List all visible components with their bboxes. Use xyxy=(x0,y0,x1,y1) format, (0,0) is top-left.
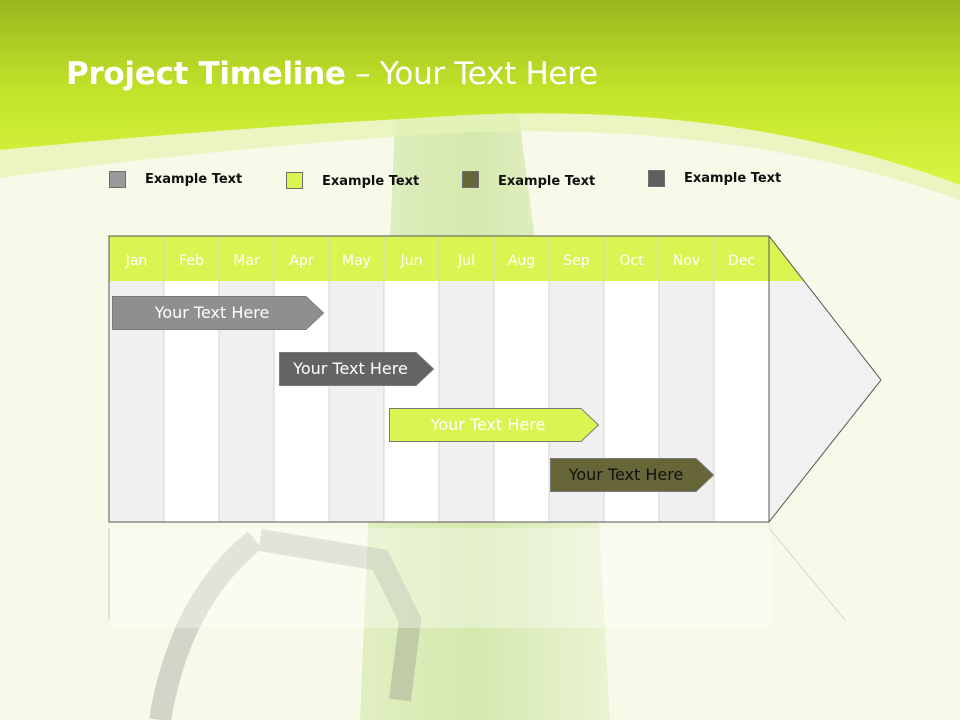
title-bold: Project Timeline xyxy=(66,56,346,92)
slide-title: Project Timeline – Your Text Here xyxy=(66,56,598,92)
legend-item-3: Example Text xyxy=(462,171,622,191)
month-label: Mar xyxy=(233,253,260,269)
timeline-outline xyxy=(108,235,882,523)
task-bar: Your Text Here xyxy=(550,458,714,492)
legend-item-4: Example Text xyxy=(648,170,808,190)
task-bar-shape xyxy=(112,296,324,330)
task-bar-shape xyxy=(279,352,434,386)
legend-label: Example Text xyxy=(322,174,420,189)
task-bar-arrow xyxy=(279,352,434,386)
reflection-fill xyxy=(110,528,770,628)
legend-swatch xyxy=(109,171,126,188)
month-label: Sep xyxy=(563,253,590,269)
month-label: Nov xyxy=(673,253,700,269)
month-label: Apr xyxy=(289,253,313,269)
timeline-header-row xyxy=(109,236,804,281)
month-column xyxy=(384,281,439,522)
task-bar-arrow xyxy=(389,408,599,442)
month-label: Jan xyxy=(125,253,148,269)
month-label: Oct xyxy=(619,253,644,269)
task-bar: Your Text Here xyxy=(279,352,434,386)
task-bar-arrow xyxy=(112,296,324,330)
month-label: May xyxy=(342,253,371,269)
legend-item-2: Example Text xyxy=(286,172,446,192)
month-label: Jun xyxy=(400,253,423,269)
legend-label: Example Text xyxy=(145,172,243,187)
month-label: Aug xyxy=(508,253,535,269)
month-label: Feb xyxy=(179,253,204,269)
month-label: Dec xyxy=(728,253,755,269)
legend-swatch xyxy=(286,172,303,189)
task-bar-label: Your Text Here xyxy=(293,359,408,378)
legend-item-1: Example Text xyxy=(109,171,269,191)
legend-label: Example Text xyxy=(684,171,782,186)
task-bar: Your Text Here xyxy=(389,408,599,442)
month-column xyxy=(714,281,769,522)
legend-swatch xyxy=(462,171,479,188)
reflection-right-edge xyxy=(768,527,846,621)
month-column xyxy=(329,281,384,522)
legend-swatch xyxy=(648,170,665,187)
task-bar-shape xyxy=(550,458,714,492)
task-bar-label: Your Text Here xyxy=(154,303,270,322)
task-bar-shape xyxy=(389,408,599,442)
task-bar: Your Text Here xyxy=(112,296,324,330)
month-column xyxy=(494,281,549,522)
handcuff-image xyxy=(149,529,422,720)
month-label: Jul xyxy=(457,253,475,269)
task-bar-label: Your Text Here xyxy=(430,415,546,434)
task-bar-arrow xyxy=(550,458,714,492)
title-rest: – Your Text Here xyxy=(345,56,598,92)
legend-label: Example Text xyxy=(498,174,596,189)
month-column xyxy=(439,281,494,522)
task-bar-label: Your Text Here xyxy=(568,465,684,484)
